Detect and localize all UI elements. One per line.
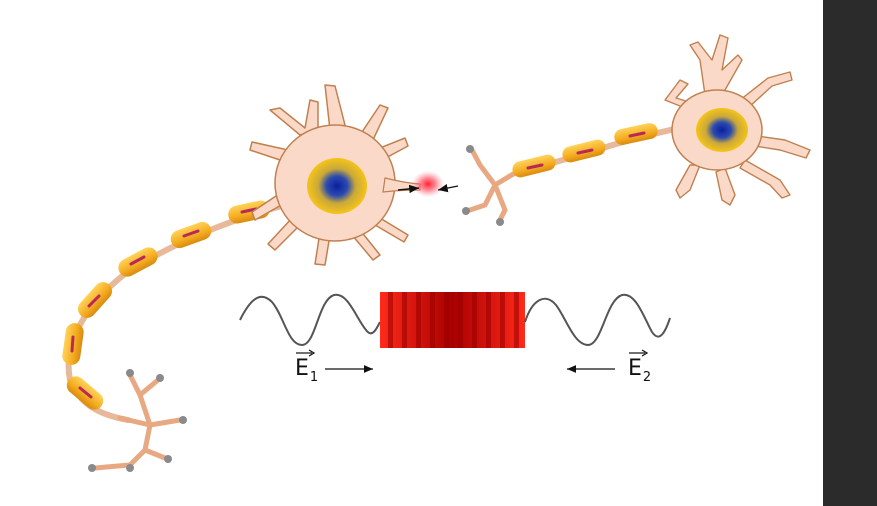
nucleus-right [696, 108, 748, 152]
incident-wave-left [239, 293, 381, 347]
terminal-boutons-left [88, 369, 187, 472]
vector-arrow-icon [629, 349, 648, 357]
axon-terminal-left [92, 372, 183, 471]
label-e1: E1 [295, 349, 319, 385]
standing-wave-stripes [388, 292, 519, 348]
neuron-left [249, 84, 421, 266]
right-input-branches [467, 147, 523, 223]
incident-wave-right [524, 293, 671, 347]
synapse [397, 171, 459, 197]
synapse-glow [412, 171, 444, 197]
label-e2-letter: E [628, 356, 642, 381]
neuron-diagram [62, 34, 811, 472]
vector-arrow-icon [296, 349, 315, 357]
label-e1-subscript: 1 [309, 370, 319, 385]
label-e1-letter: E [295, 356, 309, 381]
terminal-boutons-right [462, 145, 504, 226]
neuron-right [664, 34, 811, 206]
right-sidebar-panel [823, 0, 877, 506]
myelin-sheath-left [62, 200, 270, 410]
nucleus-left [307, 158, 367, 214]
left-axon [62, 195, 321, 472]
right-axon [512, 123, 683, 178]
label-e2-subscript: 2 [642, 370, 652, 385]
label-e2: E2 [628, 349, 652, 385]
